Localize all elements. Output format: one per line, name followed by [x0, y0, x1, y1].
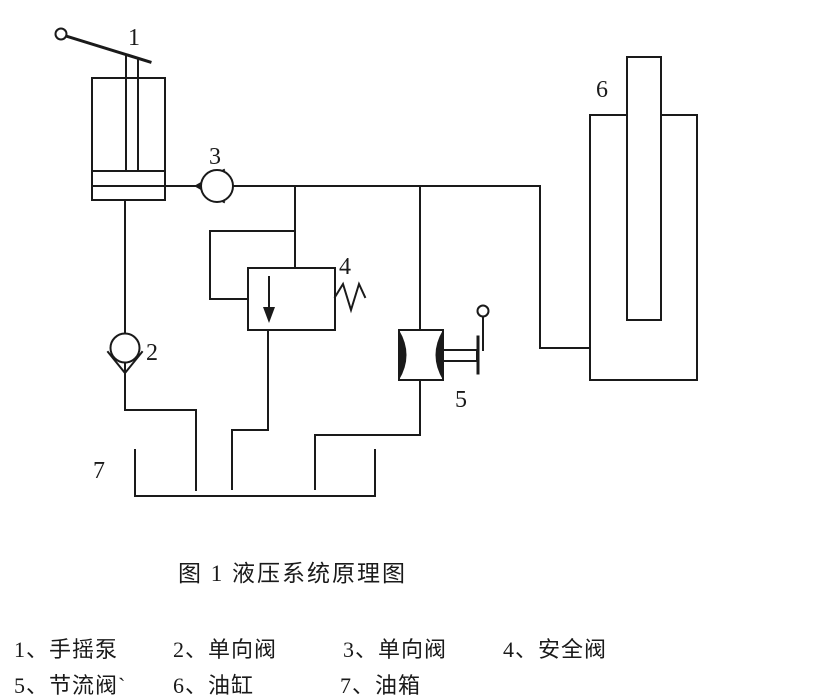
label-throttle-valve: 5: [455, 387, 467, 413]
relief-valve-spring: [333, 281, 367, 314]
throttle-valve-symbol: [398, 304, 490, 381]
label-relief-valve: 4: [339, 254, 351, 280]
legend-item-relief-valve: 4、安全阀: [503, 637, 608, 662]
relief-pilot-line: [209, 230, 296, 300]
throttle-right-restrictor: [435, 330, 443, 380]
check-valve-2-seat: [106, 350, 144, 375]
legend-item-throttle: 5、节流阀`: [14, 673, 127, 698]
check-valve-3-symbol: [193, 168, 234, 204]
main-pressure-line: [164, 185, 591, 349]
throttle-handle-shaft: [442, 349, 478, 362]
label-check-valve-2: 2: [146, 340, 158, 366]
relief-valve-body: [247, 267, 336, 331]
relief-valve-symbol: [247, 267, 367, 331]
pump-body: [91, 77, 166, 201]
legend-item-pump: 1、手摇泵: [14, 637, 119, 662]
hand-pump-symbol: [54, 27, 166, 201]
hydraulic-schematic: 1 2 3 4 5 6 7: [54, 25, 698, 497]
relief-valve-flow-arrow-head: [263, 307, 275, 323]
throttle-return-line: [314, 379, 421, 490]
legend-item-tank: 7、油箱: [340, 673, 422, 698]
figure-caption: 图 1 液压系统原理图: [178, 561, 407, 586]
label-check-valve-3: 3: [209, 144, 221, 170]
throttle-knob: [476, 304, 490, 318]
check-valve-3-ball: [200, 169, 234, 203]
throttle-left-restrictor: [399, 330, 407, 380]
label-cylinder: 6: [596, 77, 608, 103]
tank-symbol: [134, 449, 376, 497]
pump-lever-knob: [54, 27, 68, 41]
legend-item-cylinder: 6、油缸: [173, 673, 255, 698]
legend-item-check-valve-2: 2、单向阀: [173, 637, 278, 662]
legend-item-check-valve-3: 3、单向阀: [343, 637, 448, 662]
check-valve-2-ball: [109, 332, 141, 364]
relief-drain-line: [231, 329, 269, 490]
label-tank: 7: [93, 458, 105, 484]
label-pump: 1: [128, 25, 140, 51]
check-valve-2-symbol: [106, 332, 144, 375]
pump-suction-line: [124, 199, 197, 491]
pump-lever: [64, 34, 152, 64]
cylinder-piston-rod: [626, 56, 662, 321]
cylinder-symbol: [589, 56, 698, 381]
pipe-lines: [124, 185, 591, 491]
